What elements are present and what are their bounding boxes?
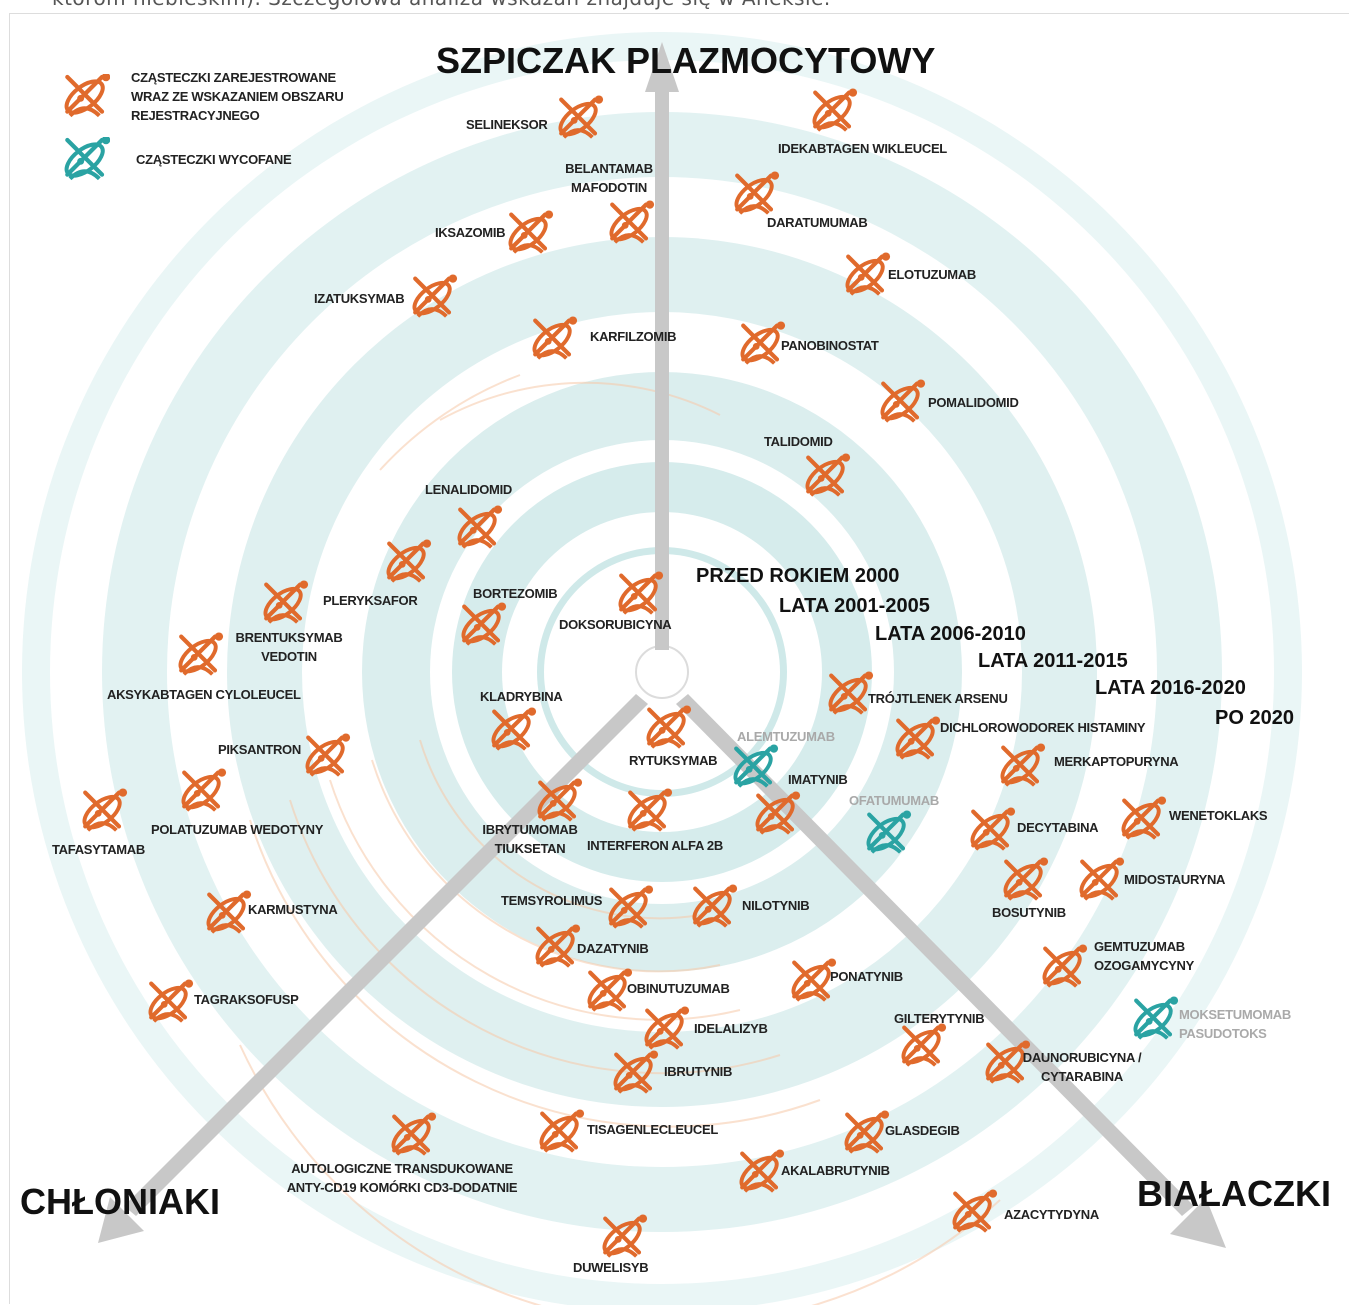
drug-label: KARFILZOMIB [590,329,677,344]
legend-registered-label: CZĄSTECZKI ZAREJESTROWANE WRAZ ZE WSKAZA… [131,70,344,123]
drug-label: AZACYTYDYNA [1004,1207,1099,1222]
drug-label: DECYTABINA [1017,820,1099,835]
drug-label: BORTEZOMIB [473,586,558,601]
drug-label: MOKSETUMOMAB PASUDOTOKS [1179,1007,1291,1041]
legend-withdrawn-icon [62,137,110,183]
drug-label: PIKSANTRON [218,742,301,757]
diagram-frame [9,13,1349,1304]
legend-withdrawn-label: CZĄSTECZKI WYCOFANE [136,152,292,167]
drug-label: DUWELISYB [573,1260,649,1275]
drug-label: GLASDEGIB [885,1123,960,1138]
drug-label: PLERYKSAFOR [323,593,418,608]
era-label: PO 2020 [1215,707,1294,729]
group-leukemia: BIAŁACZKI [1137,1173,1331,1214]
drug-label: NILOTYNIB [742,898,810,913]
drug-label: AKALABRUTYNIB [781,1163,890,1178]
arrow-leukemia-shaft [676,694,1194,1216]
drug-label: POLATUZUMAB WEDOTYNY [151,822,324,837]
drug-label: DAUNORUBICYNA / CYTARABINA [1022,1050,1142,1084]
drug-label: DAZATYNIB [577,941,649,956]
drug-label: KLADRYBINA [480,689,563,704]
caption-text: którom niebieskim). Szczegółowa analiza … [52,0,831,10]
drug-label: GILTERYTYNIB [894,1011,985,1026]
drug-label: DOKSORUBICYNA [559,617,672,632]
drug-label: DARATUMUMAB [767,215,868,230]
drug-label: TALIDOMID [764,434,833,449]
drug-label: TISAGENLECLEUCEL [587,1122,718,1137]
drug-label: MERKAPTOPURYNA [1054,754,1179,769]
drug-label: PONATYNIB [830,969,903,984]
drug-label: AKSYKABTAGEN CYLOLEUCEL [107,687,301,702]
era-label: LATA 2016-2020 [1095,677,1246,699]
arrow-leukemia-head [1170,1198,1226,1248]
drug-label: LENALIDOMID [425,482,512,497]
drug-label: AUTOLOGICZNE TRANSDUKOWANE ANTY-CD19 KOM… [286,1161,518,1195]
drug-label: KARMUSTYNA [248,902,338,917]
drug-label: ALEMTUZUMAB [737,729,835,744]
drug-label: RYTUKSYMAB [629,753,718,768]
drug-label: IDEKABTAGEN WIKLEUCEL [778,141,947,156]
drug-label: OBINUTUZUMAB [627,981,730,996]
era-label: LATA 2001-2005 [779,595,930,617]
drug-label: IMATYNIB [788,772,848,787]
drug-label: IKSAZOMIB [435,225,506,240]
drug-label: INTERFERON ALFA 2B [587,838,723,853]
drug-label: BRENTUKSYMAB VEDOTIN [235,630,343,664]
drug-label: ELOTUZUMAB [888,267,976,282]
orange-arcs [239,374,1001,1305]
group-lymphoma: CHŁONIAKI [20,1181,220,1222]
drug-label: TRÓJTLENEK ARSENU [868,691,1008,706]
drug-label: GEMTUZUMAB OZOGAMYCYNY [1094,939,1194,973]
center-hub [635,645,689,699]
axis-arrows [98,42,1226,1248]
arrow-myeloma-head [645,42,679,92]
era-label: LATA 2011-2015 [978,650,1128,672]
drug-label: IBRUTYNIB [664,1064,733,1079]
legend-registered-icon [62,74,110,120]
drug-label: BOSUTYNIB [992,905,1066,920]
drug-label: MIDOSTAURYNA [1124,872,1226,887]
drug-label: IZATUKSYMAB [314,291,405,306]
drug-label: IBRYTUMOMAB TIUKSETAN [482,822,578,856]
drug-label: TEMSYROLIMUS [501,893,603,908]
drug-label: TAFASYTAMAB [52,842,145,857]
arrow-lymphoma-head [98,1197,144,1243]
drug-label: BELANTAMAB MAFODOTIN [565,161,653,195]
group-myeloma: SZPICZAK PLAZMOCYTOWY [436,40,936,81]
drug-label: WENETOKLAKS [1169,808,1268,823]
arrow-myeloma-shaft [655,90,669,650]
drug-label: POMALIDOMID [928,395,1019,410]
era-label: PRZED ROKIEM 2000 [696,565,900,587]
drug-label: OFATUMUMAB [849,793,939,808]
drug-label: IDELALIZYB [694,1021,768,1036]
arrow-lymphoma-shaft [124,694,648,1216]
drug-label: SELINEKSOR [466,117,548,132]
era-label: LATA 2006-2010 [875,623,1026,645]
drug-label: DICHLOROWODOREK HISTAMINY [940,720,1146,735]
drug-label: TAGRAKSOFUSP [194,992,299,1007]
drug-label: PANOBINOSTAT [781,338,879,353]
